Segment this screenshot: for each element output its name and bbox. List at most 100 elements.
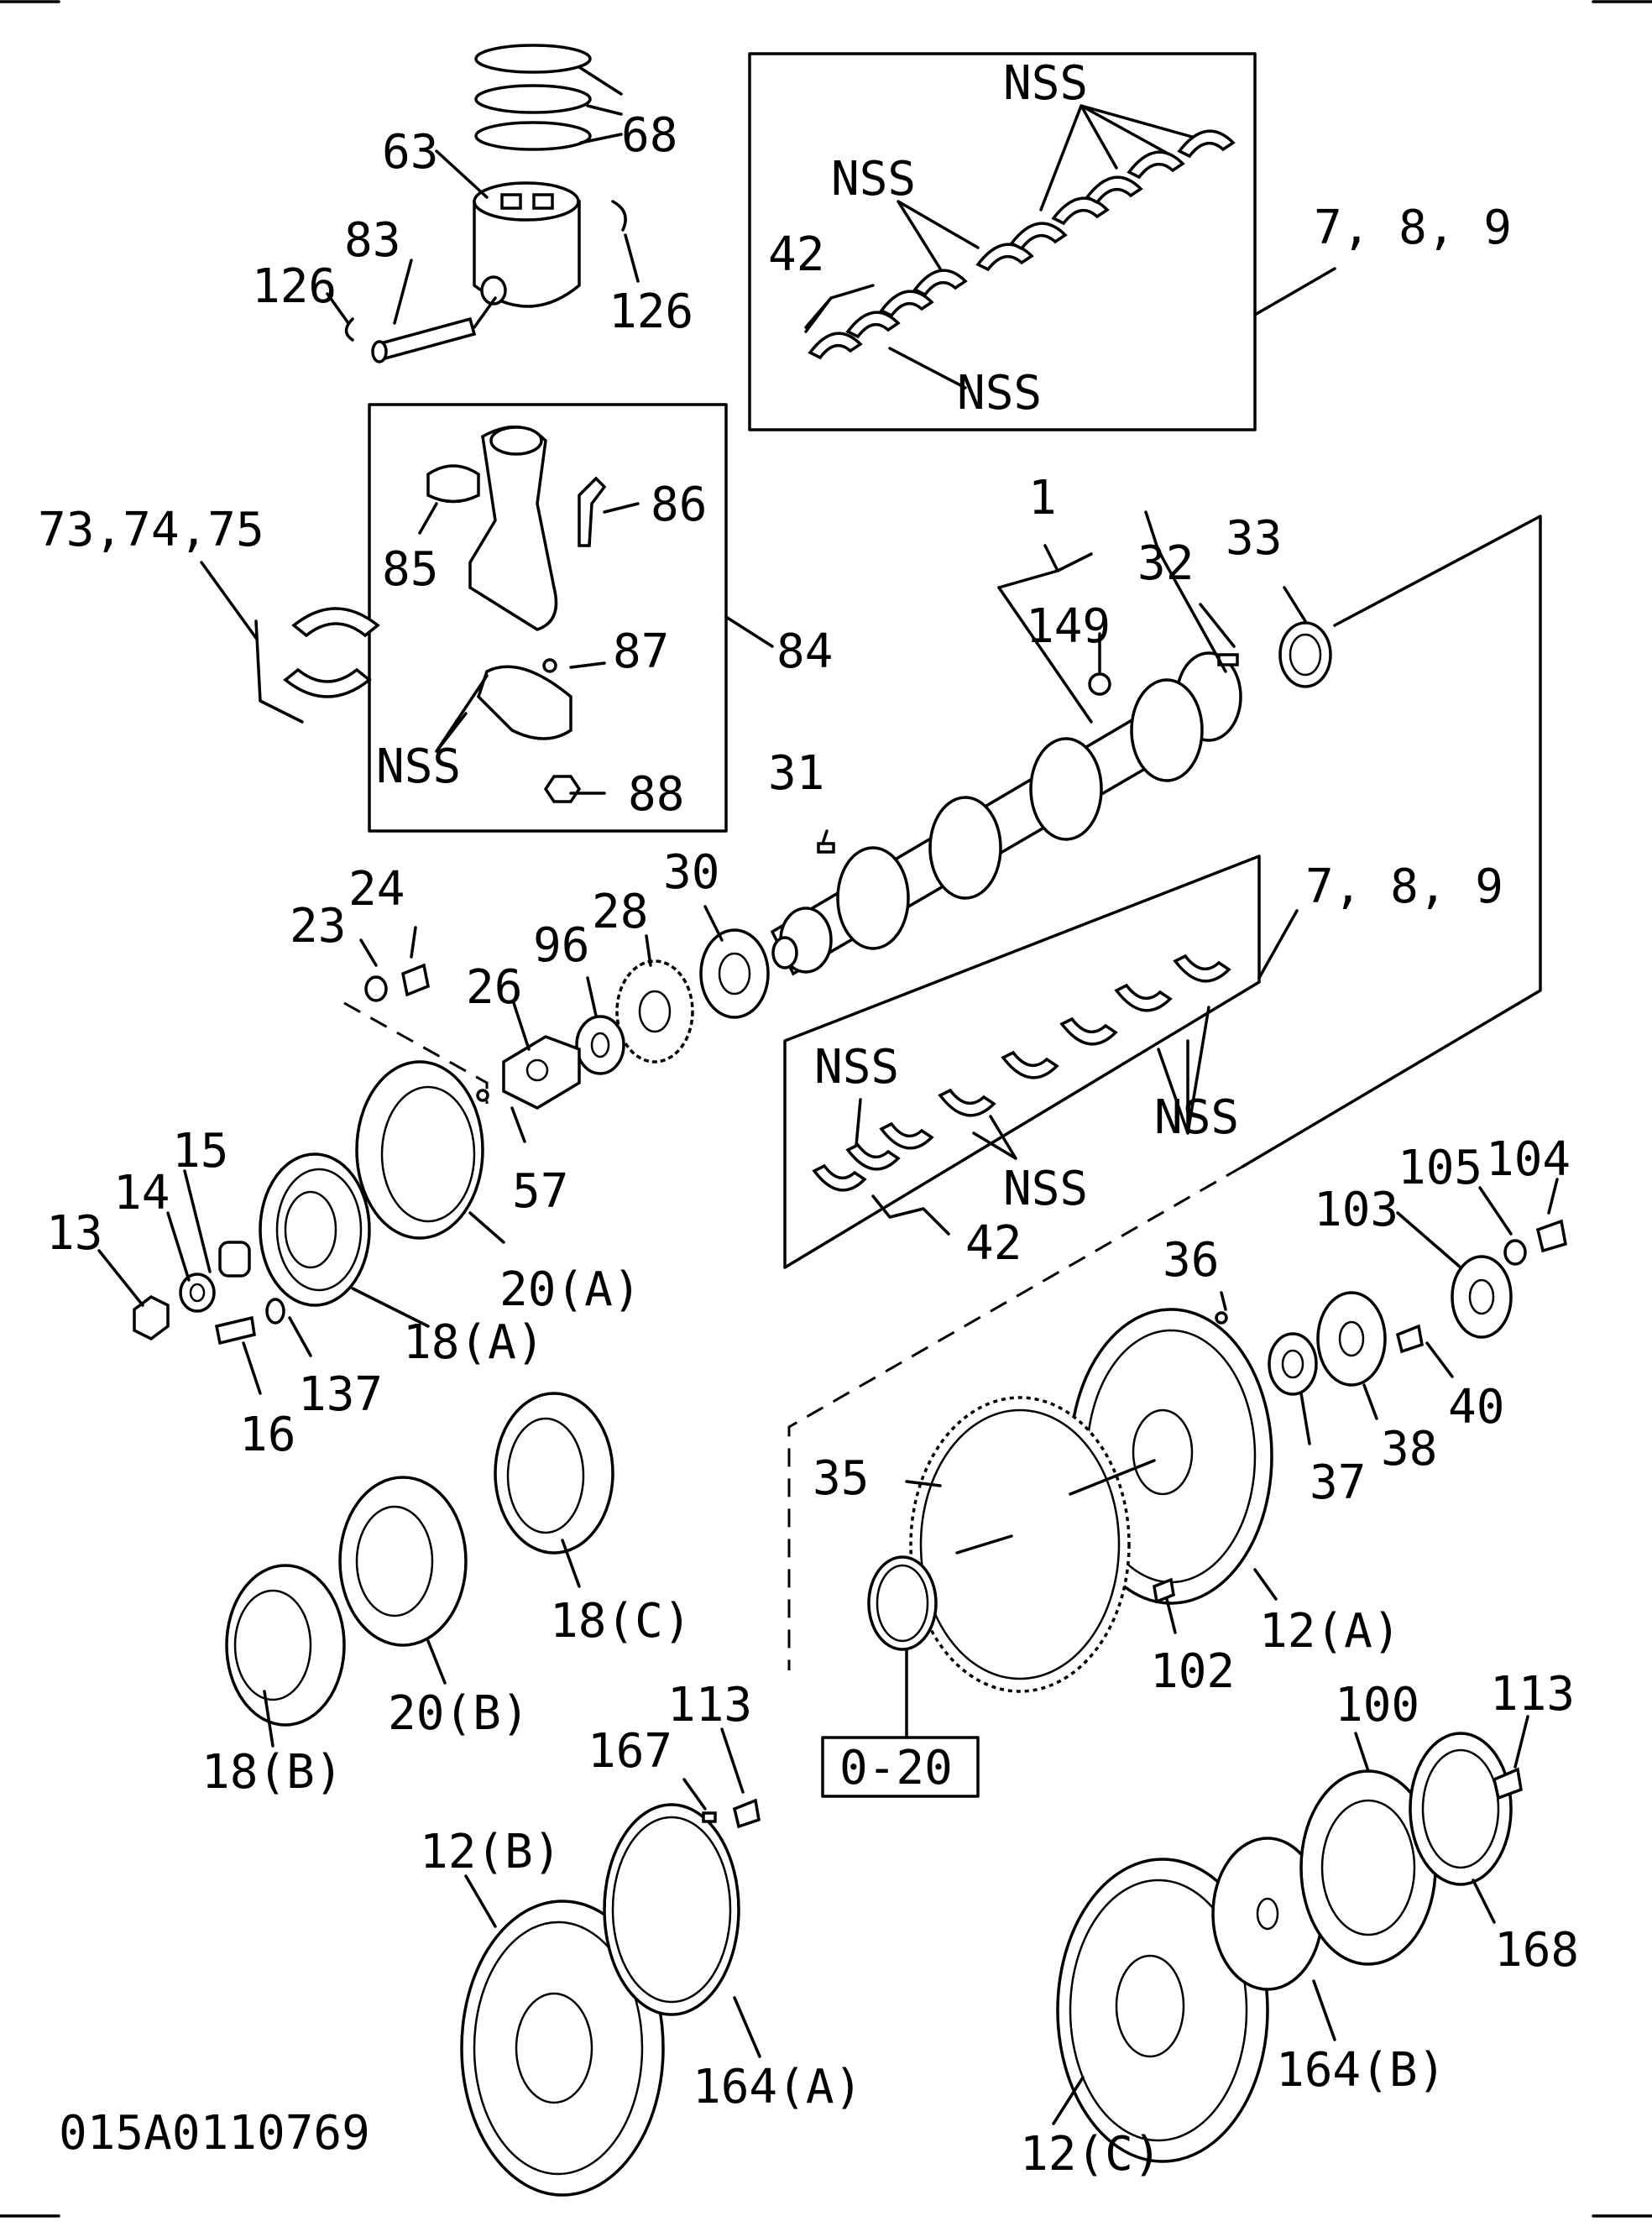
callout-18a: 18(A) — [403, 1315, 545, 1370]
callout-15: 15 — [172, 1124, 228, 1178]
callout-32: 32 — [1137, 536, 1194, 591]
callout-42: 42 — [965, 1216, 1022, 1271]
callout-nss: NSS — [814, 1040, 899, 1095]
callout-102: 102 — [1150, 1644, 1235, 1699]
plate-164b — [1211, 1837, 1336, 2041]
callout-nss: NSS — [376, 739, 461, 794]
ring-gear-35 — [909, 1396, 1131, 1693]
washer-96 — [575, 1015, 625, 1075]
callout-42: 42 — [768, 227, 824, 282]
callout-23: 23 — [290, 899, 346, 954]
callout-26: 26 — [466, 960, 522, 1015]
callout-73-74-75: 73,74,75 — [38, 503, 264, 557]
callout-16: 16 — [239, 1408, 295, 1462]
hub-26 — [502, 1035, 581, 1110]
callout-nss: NSS — [831, 152, 916, 206]
pulley-18a — [259, 1152, 371, 1307]
conrod-bearing — [200, 561, 380, 724]
alternate-pulleys — [225, 1392, 614, 1748]
callout-35: 35 — [813, 1451, 869, 1506]
callout-113: 113 — [1490, 1667, 1575, 1722]
bolt-113b — [1492, 1715, 1529, 1800]
pilot-bearing — [867, 1555, 938, 1651]
callout-nss: NSS — [1154, 1090, 1239, 1145]
rear-parts — [867, 1178, 1568, 1739]
callout-164b: 164(B) — [1276, 2043, 1446, 2098]
flywheel-variants — [460, 1715, 1529, 2197]
gasket-100 — [1299, 1732, 1437, 1966]
callout-164a: 164(A) — [693, 2060, 862, 2114]
plate-164a — [603, 1803, 761, 2058]
callout-85: 85 — [382, 542, 438, 597]
callout-68: 68 — [621, 108, 677, 163]
callout-20b: 20(B) — [388, 1686, 530, 1741]
bearing-shells-top — [808, 129, 1236, 360]
callout-30: 30 — [663, 845, 719, 900]
callout-13: 13 — [46, 1206, 102, 1261]
callout-87: 87 — [613, 624, 669, 679]
bolt-102 — [1153, 1577, 1175, 1604]
pulley-18c — [494, 1392, 614, 1588]
flywheel-12b — [460, 1874, 665, 2197]
plate-38 — [1316, 1291, 1387, 1387]
callout-40: 40 — [1448, 1380, 1504, 1435]
bolt-113a-pin-167 — [682, 1727, 761, 1829]
main-bearing-box-lower — [783, 854, 1299, 1269]
snap-rings — [326, 200, 640, 342]
bolt-16 — [214, 1315, 256, 1346]
callout-103: 103 — [1314, 1183, 1398, 1237]
callout-83: 83 — [344, 213, 400, 268]
main-bearing-box-top — [748, 52, 1336, 431]
reference-box[interactable] — [821, 1736, 980, 1798]
callout-12a: 12(A) — [1259, 1604, 1401, 1659]
reference-box-label[interactable]: 0-20 — [839, 1741, 953, 1795]
callout-28: 28 — [592, 885, 648, 939]
piston-pin — [371, 259, 497, 363]
nut-13 — [133, 1294, 170, 1341]
washer-14 — [179, 1273, 216, 1313]
callout-nss: NSS — [1003, 1162, 1088, 1216]
ring-137 — [265, 1298, 285, 1325]
damper-20a — [355, 1060, 489, 1240]
callout-149: 149 — [1026, 599, 1111, 654]
pulley-group — [97, 1060, 526, 1395]
callout-86: 86 — [651, 478, 707, 532]
piston-rings — [474, 44, 623, 151]
piston — [435, 149, 581, 308]
crankshaft — [770, 651, 1242, 976]
connecting-rod — [426, 426, 607, 803]
callout-7-8-9: 7, 8, 9 — [1305, 860, 1503, 914]
bolt-40 — [1395, 1324, 1424, 1354]
spacer-15 — [218, 1241, 251, 1278]
callout-33: 33 — [1226, 511, 1282, 566]
callout-137: 137 — [298, 1367, 383, 1422]
seal-103 — [1451, 1255, 1513, 1339]
bolt-104-washer-105 — [1503, 1219, 1568, 1266]
crank-seal-33 — [1278, 586, 1332, 688]
callout-7-8-9: 7, 8, 9 — [1314, 201, 1512, 255]
crank-leaders — [787, 510, 1542, 1670]
connecting-rod-box — [368, 403, 774, 833]
bolt-24-washer-23 — [364, 963, 431, 1002]
callout-126: 126 — [252, 259, 337, 314]
gear-28 — [615, 959, 694, 1063]
callout-labels: 68 63 83 126 126 NSS NSS 42 NSS 7, 8, 9 … — [38, 56, 1579, 2182]
plate-168 — [1409, 1732, 1513, 1924]
callout-24: 24 — [348, 862, 405, 917]
callout-18b: 18(B) — [201, 1745, 343, 1800]
callout-20a: 20(A) — [499, 1262, 641, 1317]
damper-20b — [338, 1476, 468, 1685]
callout-12c: 12(C) — [1020, 2127, 1162, 2182]
callout-31: 31 — [768, 746, 824, 801]
callout-37: 37 — [1310, 1455, 1366, 1510]
callout-nss: NSS — [1003, 56, 1088, 111]
diagram-id: 015A0110769 — [59, 2106, 370, 2161]
callout-84: 84 — [776, 624, 833, 679]
callout-63: 63 — [382, 125, 438, 180]
callout-36: 36 — [1163, 1233, 1219, 1288]
callout-113: 113 — [667, 1678, 752, 1732]
callout-57: 57 — [512, 1164, 568, 1219]
callout-126: 126 — [609, 285, 693, 339]
callout-14: 14 — [113, 1166, 170, 1220]
